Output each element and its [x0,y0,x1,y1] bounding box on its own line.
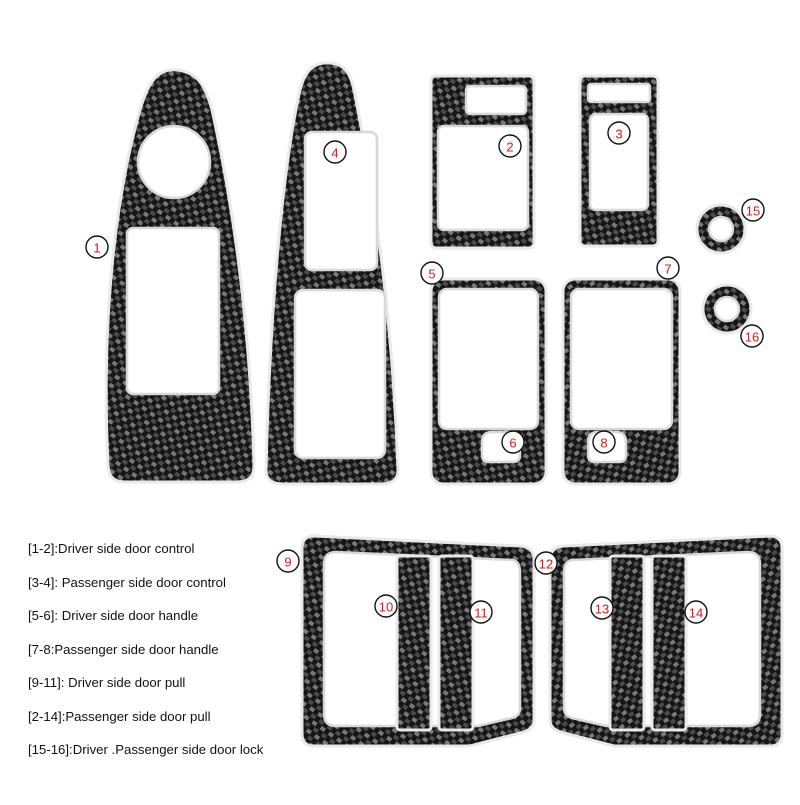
piece-14-passenger-pull-strip [650,554,688,732]
badge-8-text: 8 [600,436,607,451]
badge-6: 6 [501,430,525,454]
badge-5-text: 5 [428,267,435,282]
piece-2-switch-bezel [429,74,536,250]
badge-7: 7 [656,256,680,280]
legend-line-1: [1-2]:Driver side door control [28,541,195,556]
badge-12-text: 12 [539,557,553,572]
piece-13-passenger-pull-strip [608,554,646,732]
badge-6-text: 6 [509,436,516,451]
piece-5-6-driver-door-handle [429,277,548,486]
badge-12: 12 [534,551,558,575]
badge-10-text: 10 [379,600,393,615]
badge-9: 9 [276,549,300,573]
piece-15-lock-ring [695,203,747,255]
piece-16-lock-ring [701,283,753,335]
badge-15: 15 [741,198,765,222]
piece-3-switch-bezel [578,74,660,248]
badge-16: 16 [740,324,764,348]
badge-7-text: 7 [664,262,671,277]
piece-4-passenger-door-control [264,61,400,486]
badge-11: 11 [469,600,493,624]
badge-10: 10 [374,594,398,618]
badge-1-text: 1 [93,241,100,256]
badge-9-text: 9 [284,555,291,570]
badge-16-text: 16 [745,330,759,345]
badge-4-text: 4 [331,146,338,161]
badge-2-text: 2 [506,140,513,155]
badge-1: 1 [85,235,109,259]
badge-3-text: 3 [615,127,622,142]
legend-line-4: [7-8:Passenger side door handle [28,641,219,657]
badge-14: 14 [684,600,708,624]
piece-7-8-passenger-door-handle [561,277,682,486]
badge-13-text: 13 [595,602,609,617]
parts-legend: [1-2]:Driver side door control [3-4]: Pa… [28,538,278,773]
badge-8: 8 [592,430,616,454]
badge-15-text: 15 [746,204,760,219]
legend-line-7: [15-16]:Driver .Passenger side door lock [28,742,264,757]
badge-13: 13 [590,596,614,620]
piece-1-driver-door-control [104,68,256,484]
legend-line-5: [9-11]: Driver side door pull [28,675,186,690]
piece-10-driver-pull-strip [395,554,433,732]
badge-5: 5 [420,261,444,285]
legend-line-2: [3-4]: Passenger side door control [28,574,226,590]
badge-3: 3 [607,121,631,145]
piece-11-driver-pull-strip [437,554,475,732]
legend-line-6: [2-14]:Passenger side door pull [28,708,211,724]
badge-11-text: 11 [474,606,488,621]
badge-14-text: 14 [689,606,703,621]
badge-4: 4 [323,140,347,164]
legend-line-3: [5-6]: Driver side door handle [28,608,199,623]
badge-2: 2 [498,134,522,158]
